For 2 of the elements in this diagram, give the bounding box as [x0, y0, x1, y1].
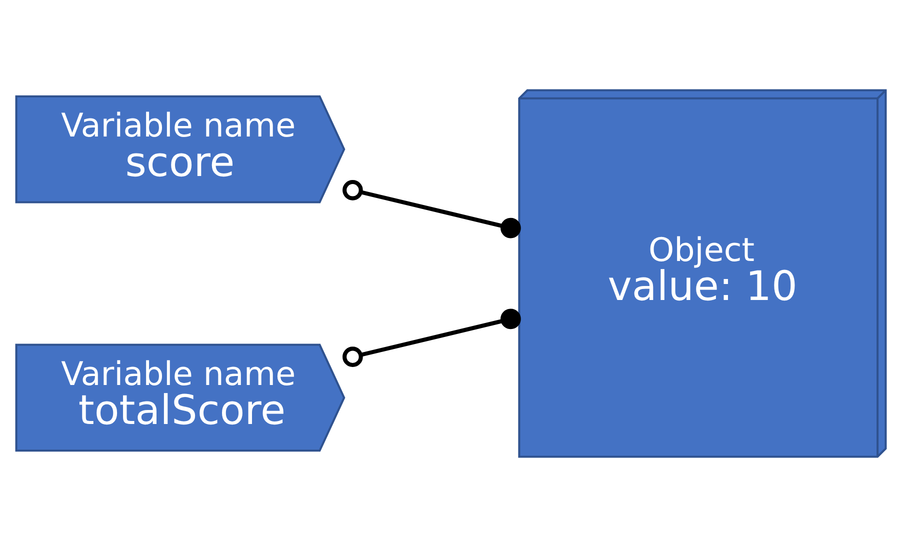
connector — [342, 308, 521, 367]
connector — [342, 179, 521, 238]
